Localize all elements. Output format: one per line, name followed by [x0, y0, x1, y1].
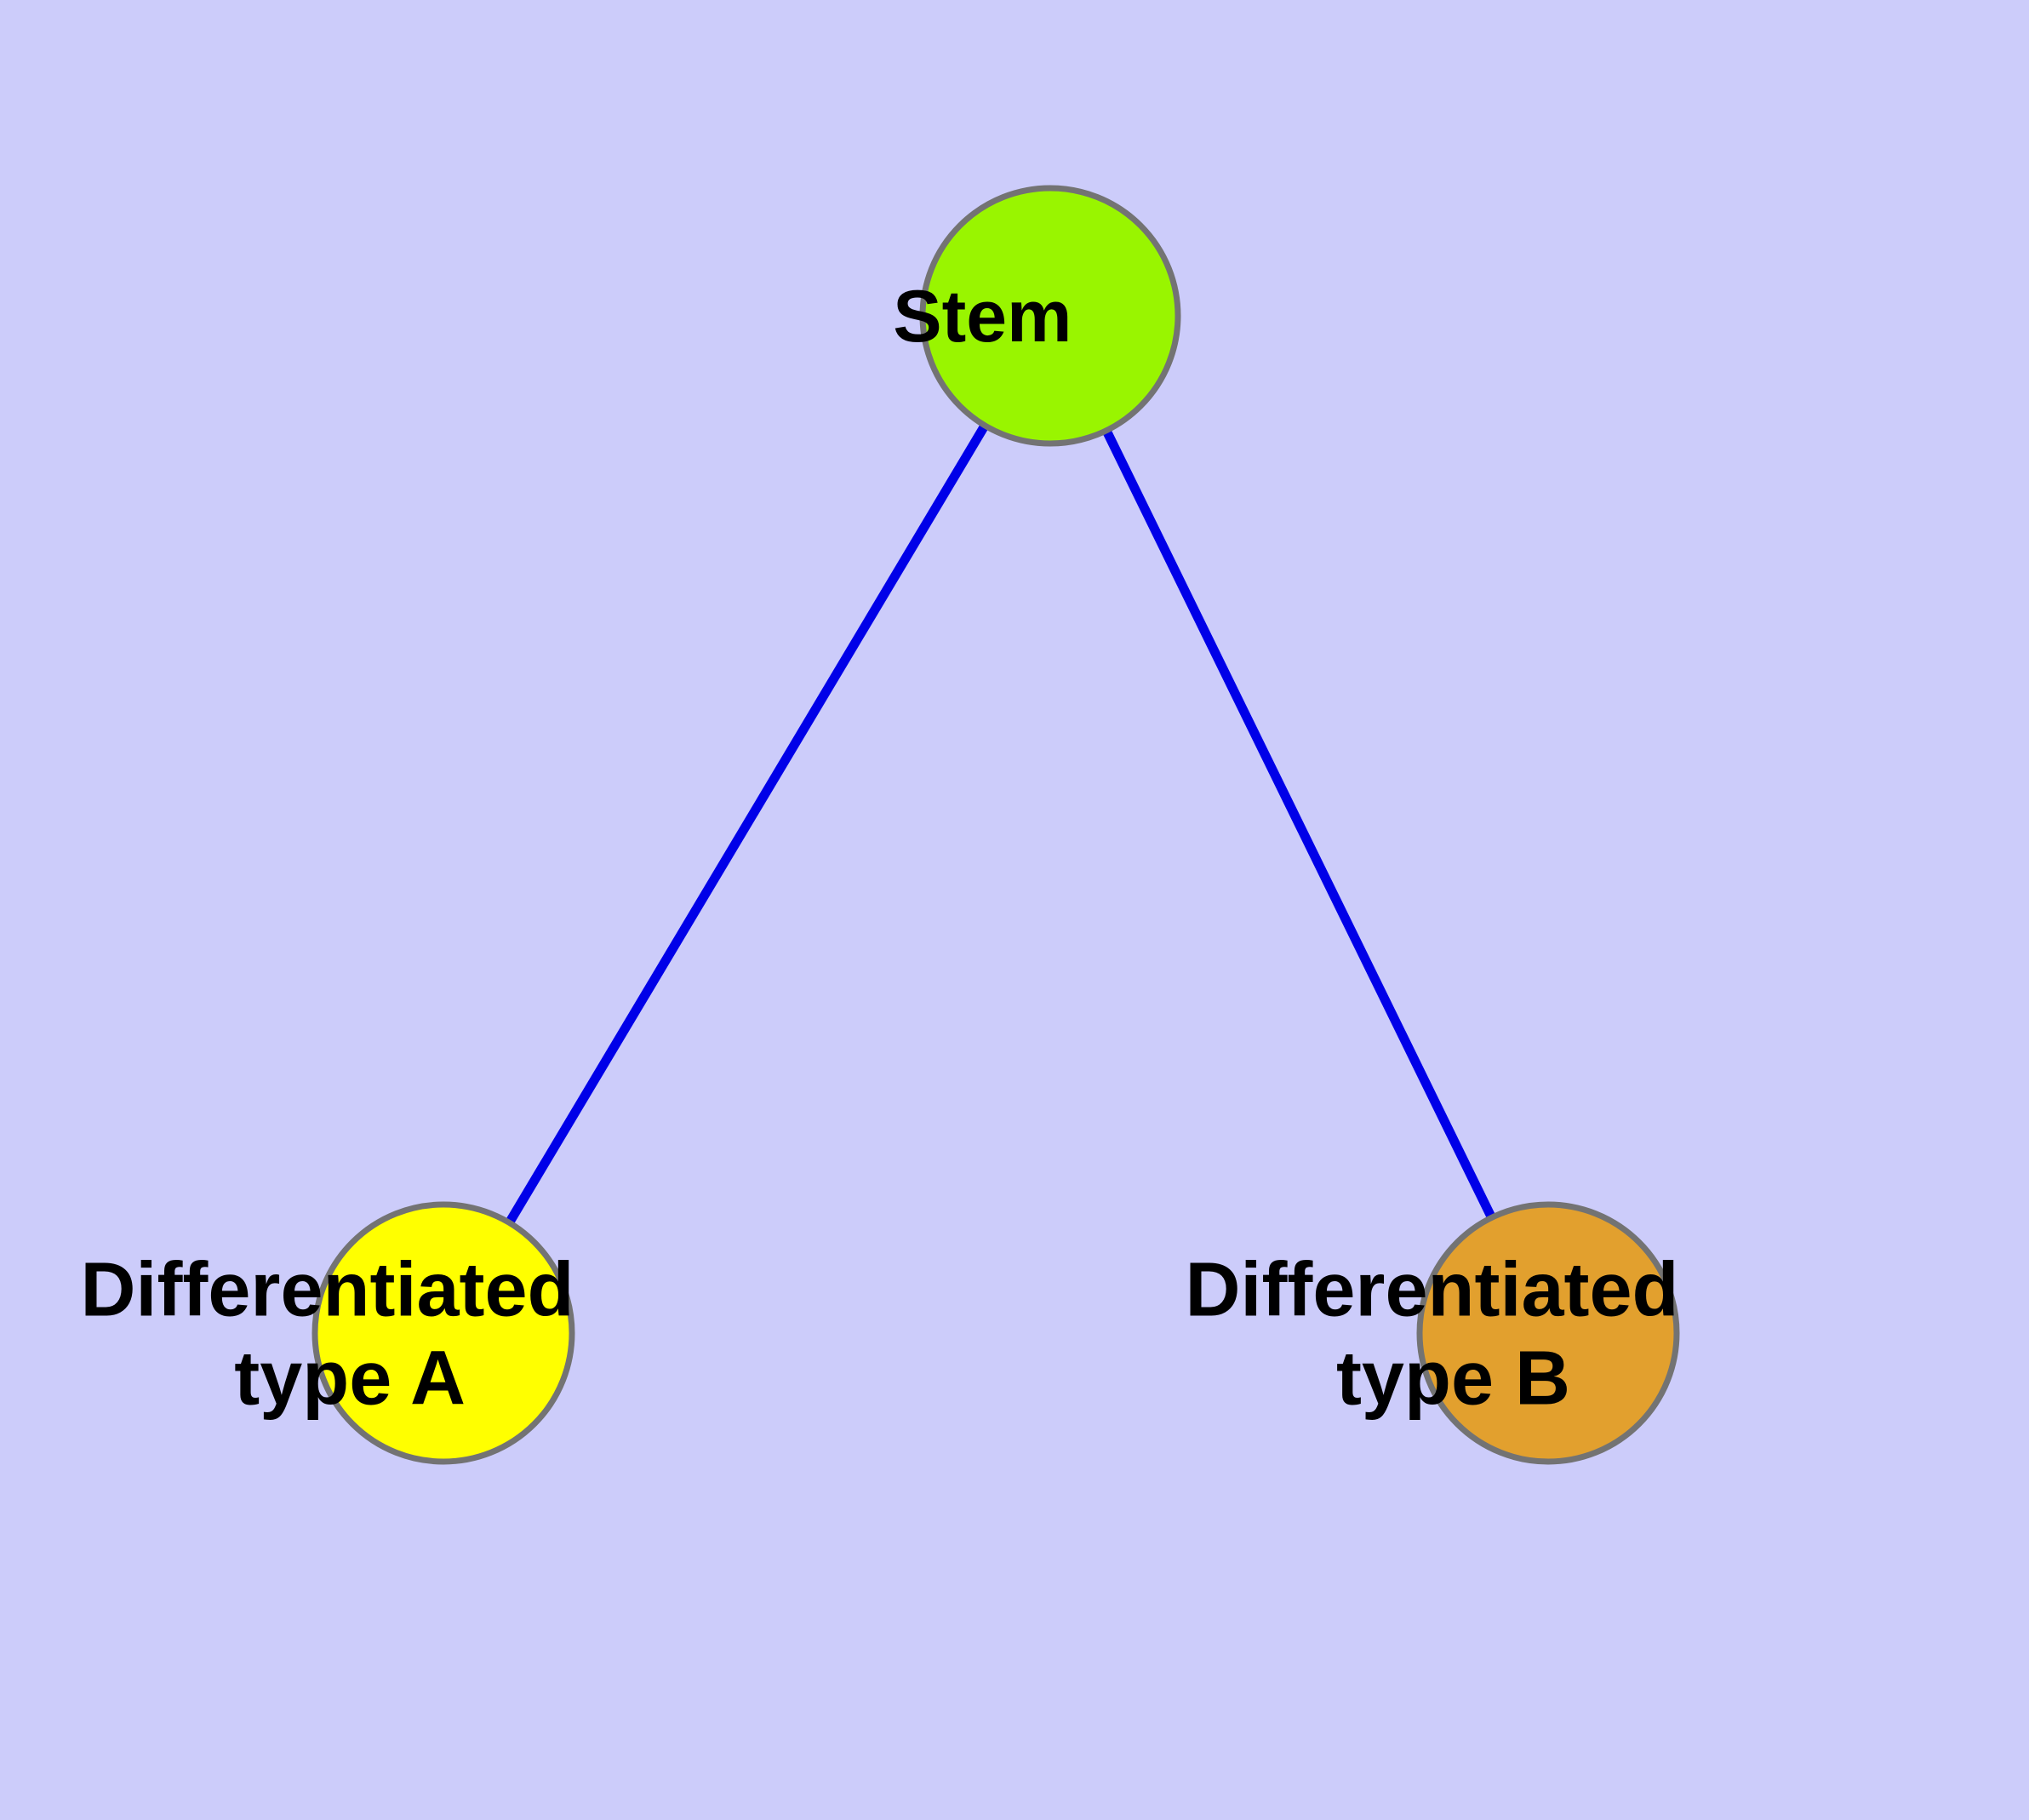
node-differentiated-type-a-label-line-2: type A	[234, 1336, 464, 1422]
edge-layer	[505, 422, 1496, 1226]
node-differentiated-type-a-circle[interactable]	[311, 1201, 575, 1465]
label-layer: Stem Differentiated type A Differentiate…	[80, 276, 1870, 1422]
node-stem-label: Stem	[893, 276, 1215, 358]
edge-stem-to-differentiated-type-b	[1102, 428, 1496, 1220]
node-differentiated-type-b-label-line-2: type B	[1336, 1336, 1570, 1422]
edge-stem-to-differentiated-type-a	[505, 422, 989, 1226]
node-differentiated-type-a-label: Differentiated type A	[80, 1248, 765, 1422]
node-differentiated-type-b-label-line-1: Differentiated	[1185, 1248, 1678, 1333]
node-stem-circle[interactable]	[919, 185, 1181, 447]
node-differentiated-type-b-circle[interactable]	[1416, 1201, 1680, 1465]
node-differentiated-type-a-label-line-1: Differentiated	[80, 1248, 574, 1333]
node-stem-label-line-1: Stem	[893, 276, 1072, 358]
node-layer	[311, 185, 1680, 1465]
node-differentiated-type-b-label: Differentiated type B	[1185, 1248, 1870, 1422]
